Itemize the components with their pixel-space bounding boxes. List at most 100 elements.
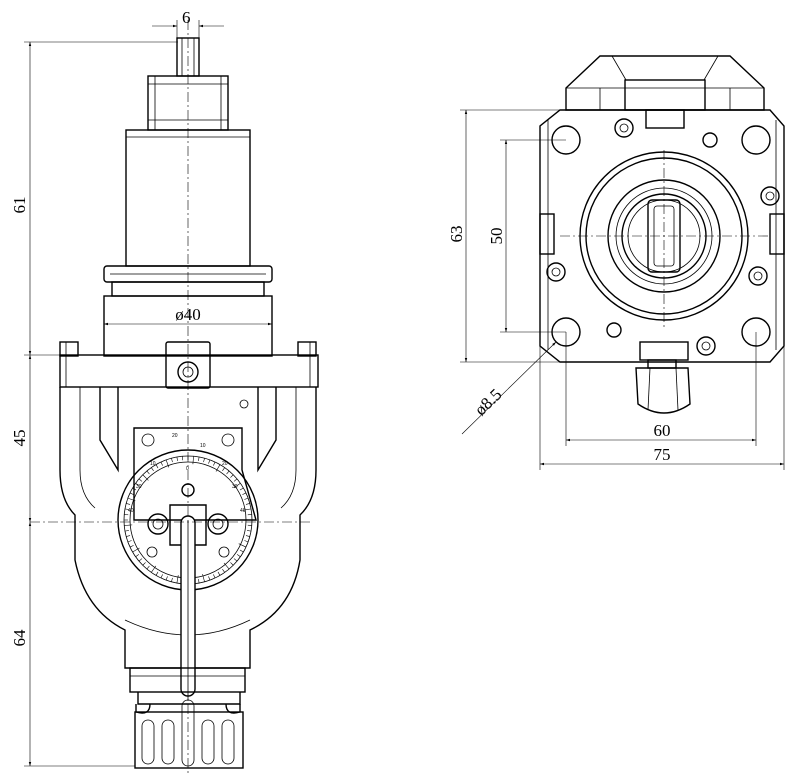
dial-tick — [192, 456, 194, 465]
dial-tick — [126, 503, 131, 505]
dial-tick — [239, 549, 244, 553]
dial-tick — [230, 474, 234, 478]
dial-tick — [135, 554, 140, 557]
dial-tick — [233, 478, 238, 482]
dim-top-width: 6 — [152, 8, 224, 40]
dial-tick — [138, 558, 143, 562]
dial-tick — [171, 577, 173, 582]
dim-85-label: ø8.5 — [471, 385, 506, 419]
flange-bottom-nut — [635, 359, 691, 414]
dial-tick — [238, 543, 247, 548]
collet-nut — [129, 667, 246, 769]
dial-tick — [245, 503, 250, 505]
dial-tick — [208, 576, 211, 581]
dial-tick — [124, 524, 133, 526]
dial-tick — [233, 483, 241, 489]
dial-tick — [132, 487, 137, 491]
adjust-rod — [180, 515, 196, 700]
dial-tick — [138, 478, 143, 482]
dial-tick — [155, 571, 159, 576]
dial-plate: 20 10 0 10 20 30 30 40 40 — [117, 427, 259, 591]
dial-mark-h: 40 — [128, 508, 134, 514]
dim-50-label: 50 — [487, 228, 506, 245]
dial-tick — [203, 458, 205, 463]
dial-tick — [135, 483, 140, 486]
dim-63-label: 63 — [447, 226, 466, 243]
dim-6-label: 6 — [182, 8, 191, 27]
dial-tick — [222, 467, 225, 472]
dim-vertical-chain: 61 45 64 — [10, 41, 178, 767]
flange-top-cap — [565, 55, 765, 111]
dial-tick — [245, 535, 250, 537]
flange-view: 63 50 ø8.5 60 75 — [447, 55, 785, 470]
dial-tick — [160, 461, 163, 466]
dial-mark-f: 30 — [136, 484, 142, 490]
dial-tick — [236, 554, 241, 557]
dim-bore: ø40 — [104, 305, 272, 326]
dial-tick — [124, 530, 129, 532]
dial-mark-g: 30 — [232, 484, 238, 490]
dial-tick — [233, 558, 238, 562]
dial-tick — [247, 530, 252, 532]
dial-tick — [146, 565, 150, 570]
dial-tick — [244, 497, 249, 500]
front-view: 20 10 0 10 20 30 30 40 40 — [10, 8, 319, 775]
dial-tick — [176, 575, 179, 584]
dial-tick — [226, 470, 230, 475]
dial-tick — [155, 464, 159, 469]
dim-hole-85: ø8.5 — [461, 341, 557, 435]
dial-tick — [217, 571, 221, 576]
dial-tick — [244, 540, 249, 543]
dial-tick — [198, 456, 200, 461]
dial-ticks — [124, 456, 252, 584]
dial-tick — [213, 574, 216, 579]
flange-plate — [59, 341, 319, 409]
dial-tick — [142, 562, 146, 566]
cylinder-body — [103, 129, 273, 357]
dial-tick — [171, 458, 173, 463]
dim-flange-75: 75 — [539, 346, 785, 470]
dim-45-label: 45 — [10, 430, 29, 447]
dial-tick — [127, 497, 136, 502]
dial-tick — [202, 574, 205, 582]
dial-tick — [142, 474, 149, 481]
dim-61-label: 61 — [10, 197, 29, 214]
dial-tick — [160, 574, 163, 579]
dim-40-label: ø40 — [175, 305, 201, 324]
dial-tick — [213, 461, 216, 466]
dial-tick — [127, 540, 132, 543]
dim-60-label: 60 — [654, 421, 671, 440]
dial-tick — [151, 565, 157, 573]
dial-mark-c: 0 — [186, 466, 189, 472]
dial-tick — [230, 562, 234, 566]
dial-tick — [198, 579, 200, 584]
dial-tick — [222, 568, 225, 573]
dial-tick — [208, 459, 211, 464]
dial-mark-i: 40 — [240, 508, 246, 514]
dial-tick — [132, 547, 140, 553]
dim-64-label: 64 — [10, 629, 29, 647]
dim-bolt-60: 60 — [565, 332, 757, 446]
dial-mark-d: 10 — [150, 461, 156, 467]
dial-tick — [243, 508, 252, 511]
dial-tick — [165, 459, 170, 468]
dim-flange-63: 63 — [447, 109, 560, 363]
dial-mark-b: 10 — [200, 443, 206, 449]
dial-tick — [165, 576, 168, 581]
dial-tick — [176, 456, 178, 461]
dial-tick — [215, 464, 221, 472]
dim-75-label: 75 — [654, 445, 671, 464]
dial-tick — [129, 492, 134, 495]
dim-bolt-50: 50 — [487, 139, 566, 333]
dial-tick — [151, 467, 154, 472]
central-bore — [560, 150, 770, 330]
dial-tick — [126, 535, 131, 537]
dial-mark-e: 20 — [222, 461, 228, 467]
dial-tick — [242, 492, 247, 495]
dial-tick — [239, 487, 244, 491]
dial-tick — [146, 470, 150, 475]
dial-tick — [129, 545, 134, 548]
dial-tick — [223, 562, 230, 570]
dial-tick — [124, 508, 129, 510]
